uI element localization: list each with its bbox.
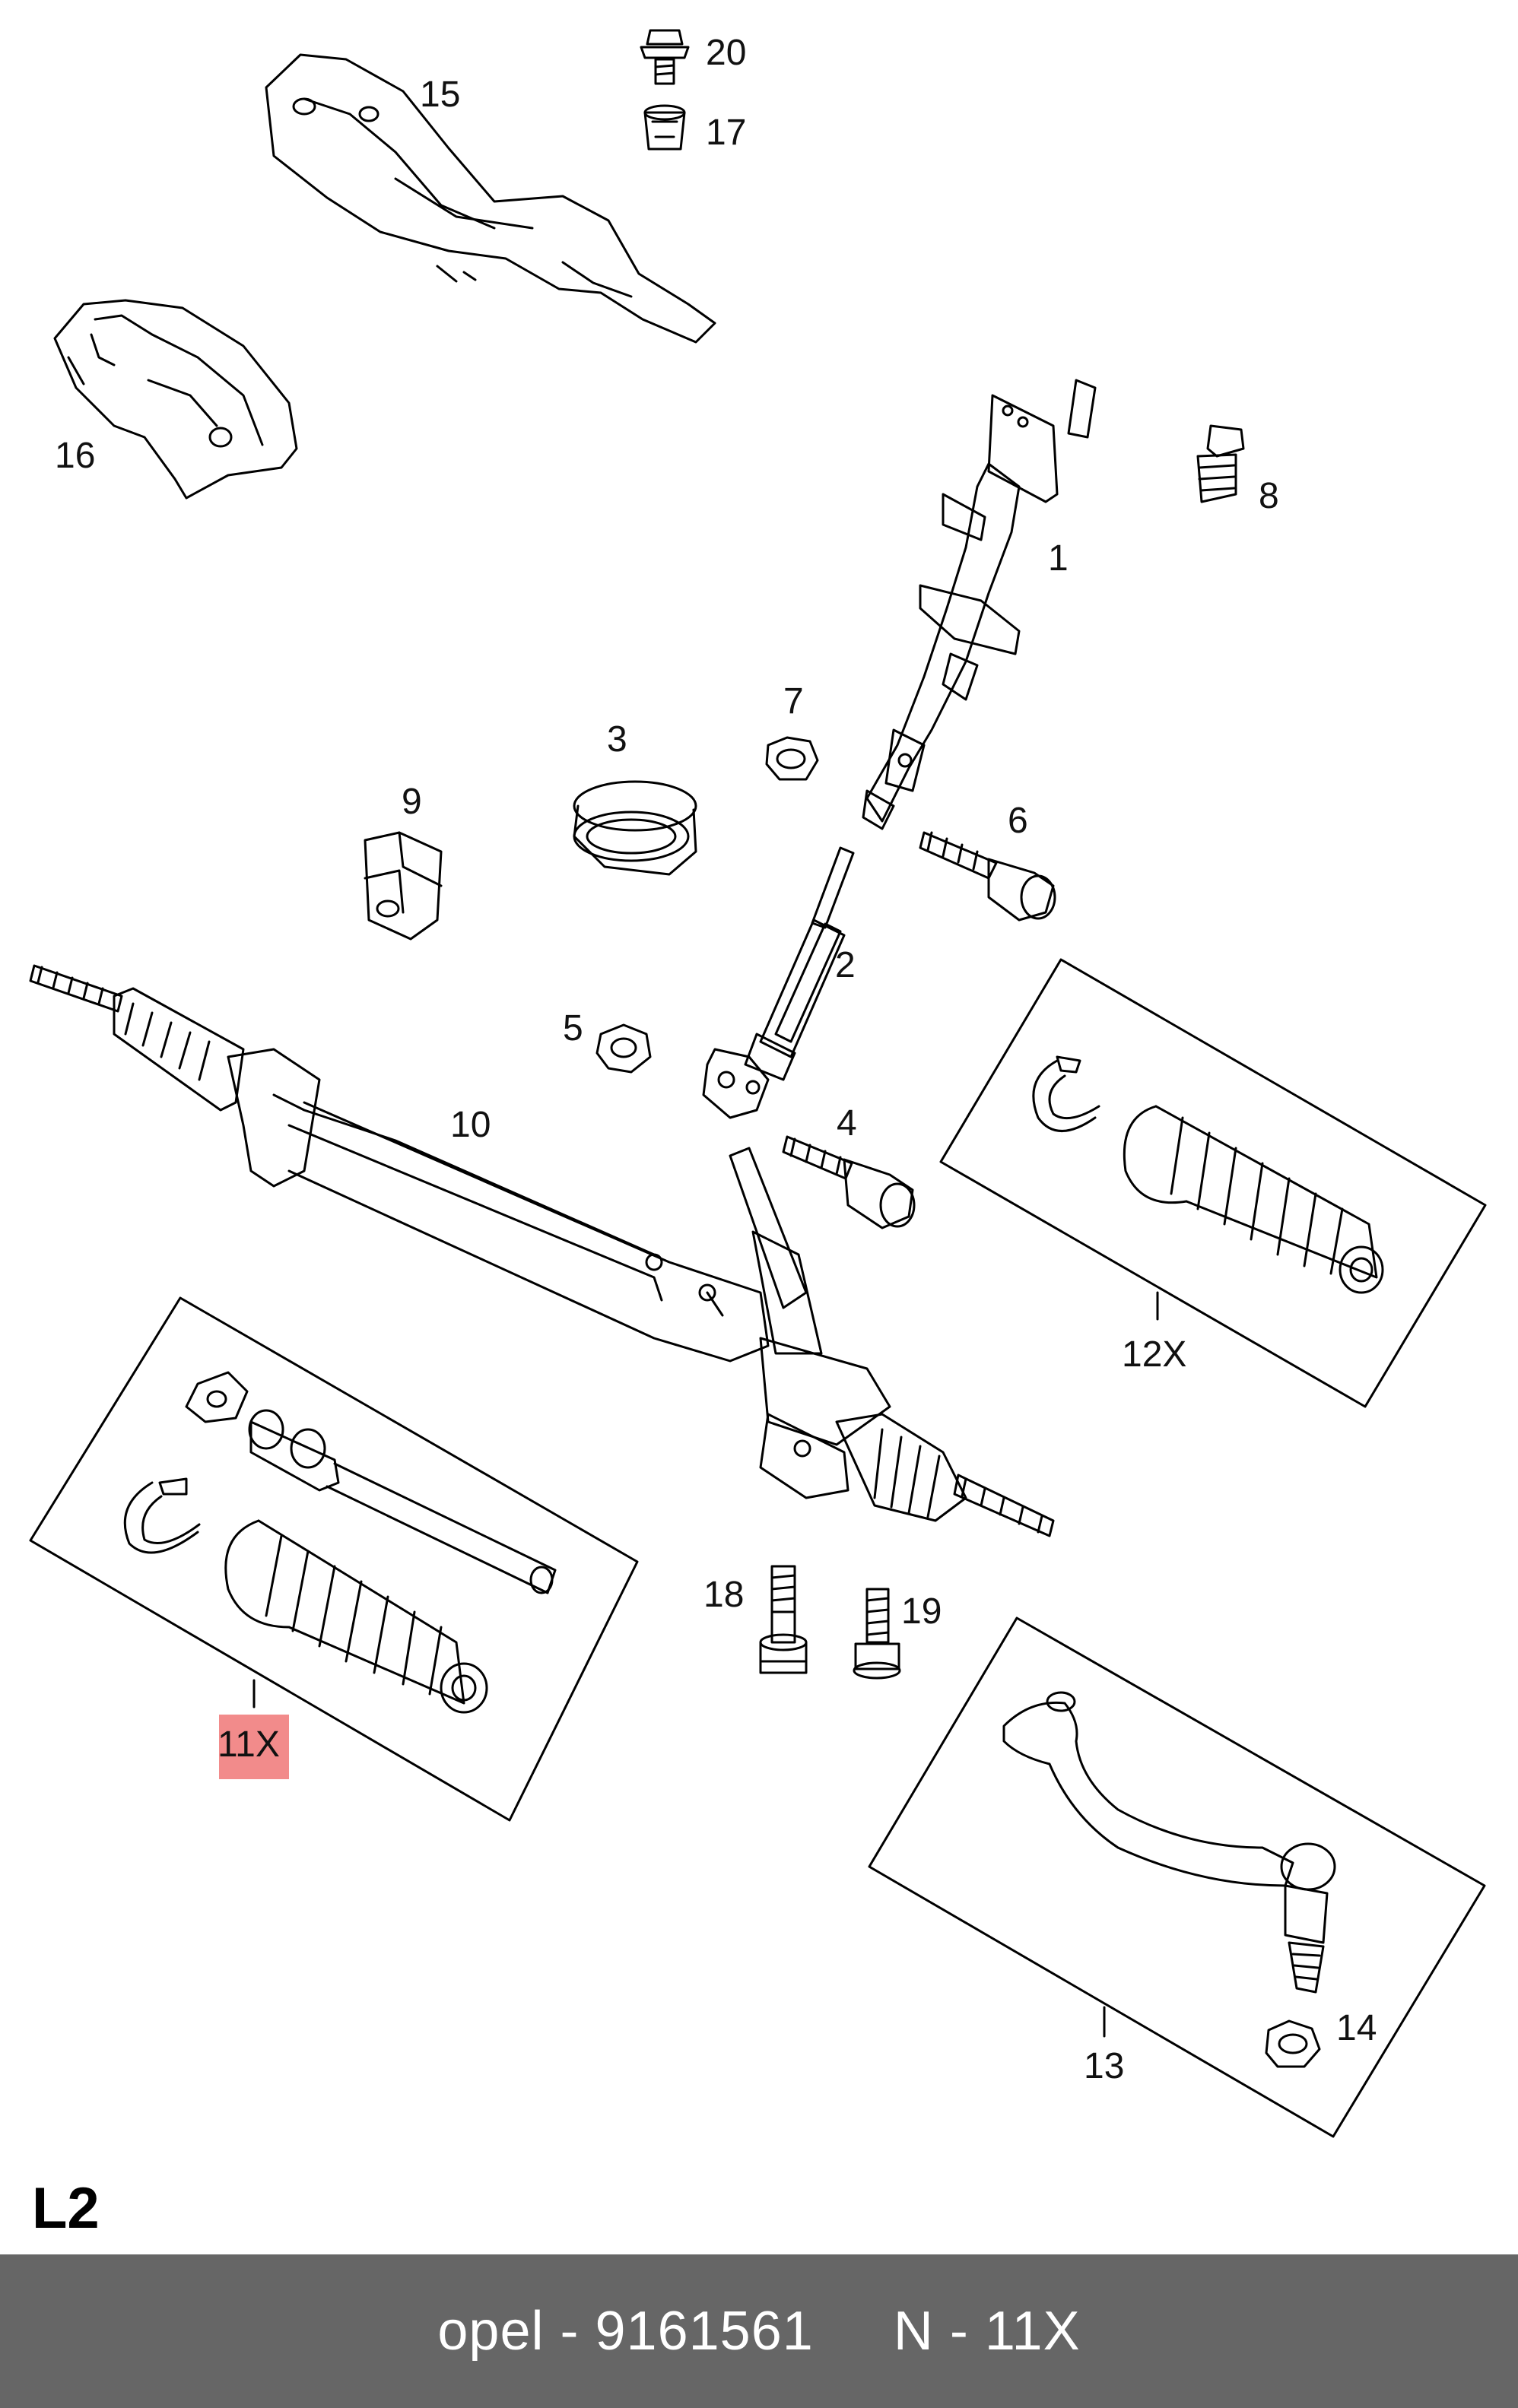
footer-separator: - [560,2301,580,2362]
callout-label-11x: 11X [218,1724,280,1765]
nut-part-5 [595,1023,652,1074]
callout-label-15: 15 [420,75,460,115]
bolt-part-4 [782,1135,916,1229]
callout-label-14: 14 [1336,2008,1377,2048]
steering-column-part-1 [862,379,1097,830]
callout-label-16: 16 [55,436,95,476]
callout-11x-highlight [219,1715,289,1779]
bolt-part-18 [759,1565,808,1674]
kit-frame-12x [939,958,1487,1408]
bolt-part-19 [853,1588,901,1680]
intermediate-shaft-part-2 [702,846,855,1119]
nut-part-7 [765,736,819,781]
callout-label-9: 9 [402,782,422,822]
kit-frame-11x [29,1296,639,1822]
mount-part-9 [364,831,443,941]
bearing-part-3 [573,780,697,876]
parts-diagram: 1 2 3 4 5 6 7 8 9 10 11X 12X 13 14 15 16… [29,29,1487,2241]
bolt-part-20 [640,29,690,85]
nut-part-14 [1265,2019,1321,2068]
footer-position-prefix: N [893,2301,934,2362]
footer-position-value: 11X [984,2301,1081,2362]
callout-label-4: 4 [837,1103,857,1144]
callout-label-12x: 12X [1122,1334,1186,1375]
kit-frame-13 [868,1616,1486,2138]
callout-label-8: 8 [1259,476,1279,516]
callout-label-1: 1 [1048,538,1069,579]
clip-part-17 [643,104,686,151]
callout-label-6: 6 [1008,801,1028,841]
callout-label-7: 7 [783,681,804,722]
callout-label-19: 19 [901,1591,942,1632]
callout-label-3: 3 [607,719,627,760]
callout-label-13: 13 [1084,2046,1124,2086]
steering-rack-part-10 [29,964,1055,1537]
callout-label-10: 10 [450,1105,491,1145]
callout-label-20: 20 [706,33,746,73]
callout-label-17: 17 [706,113,746,153]
callout-label-2: 2 [835,945,856,985]
stud-part-8 [1196,424,1245,503]
bracket-part-16 [53,299,298,500]
footer-brand: opel [437,2301,545,2362]
footer-part-number: 9161561 [595,2301,814,2362]
heat-shield-part-15 [265,53,716,344]
footer-separator-1 [544,2300,560,2362]
bolt-part-6 [919,831,1056,922]
page-code: L2 [32,2176,100,2241]
footer-separator-2: - [949,2301,969,2362]
callout-label-18: 18 [703,1575,744,1615]
footer-bar: opel - 9161561 N - 11X [0,2254,1518,2408]
callout-label-5: 5 [563,1008,583,1049]
